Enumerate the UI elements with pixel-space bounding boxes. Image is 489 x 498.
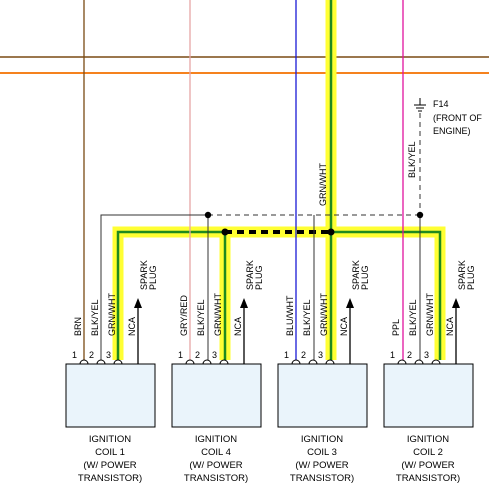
- ground-location-label-2: ENGINE): [433, 126, 471, 136]
- connector-terminal: [414, 359, 424, 365]
- pin-number: 3: [212, 350, 217, 360]
- connector-terminal: [308, 359, 318, 365]
- nca-label: NCA: [127, 317, 137, 336]
- spark-plug-label: SPARK: [139, 260, 149, 290]
- wire-color-label: GRN/WHT: [213, 293, 223, 336]
- ground-icon: [414, 98, 426, 112]
- coil-name-line: COIL 4: [201, 447, 231, 458]
- ignition-coil-box: [65, 363, 156, 428]
- wire-color-label: BLK/YEL: [196, 299, 206, 336]
- pin-number: 2: [195, 350, 200, 360]
- spark-plug-label: SPARK: [457, 260, 467, 290]
- coil-name-line: TRANSISTOR): [396, 473, 460, 484]
- coil-name-line: IGNITION: [301, 434, 343, 445]
- connector-terminal: [79, 359, 89, 365]
- connector-terminal: [185, 359, 195, 365]
- spark-plug-label-2: PLUG: [254, 265, 264, 290]
- grn-wht-highlight: [112, 0, 446, 360]
- grn-wht-splice-dots: [221, 228, 335, 236]
- coil-name-line: COIL 1: [95, 447, 125, 458]
- wire-color-label: GRN/WHT: [107, 293, 117, 336]
- coil-name-line: COIL 2: [413, 447, 443, 458]
- nca-label: NCA: [233, 317, 243, 336]
- coil-name-line: (W/ POWER: [189, 460, 242, 471]
- coil-name-line: TRANSISTOR): [78, 473, 142, 484]
- wire-color-label: BLK/YEL: [302, 299, 312, 336]
- arrow-up-icon: [452, 298, 460, 308]
- ground-location-label: (FRONT OF: [433, 113, 482, 123]
- arrow-up-icon: [240, 298, 248, 308]
- coil-name-line: (W/ POWER: [295, 460, 348, 471]
- spark-plug-label: SPARK: [245, 260, 255, 290]
- nca-label: NCA: [445, 317, 455, 336]
- ignition-coil-box: [171, 363, 262, 428]
- connector-terminal: [96, 359, 106, 365]
- connector-terminal: [397, 359, 407, 365]
- connector-terminal: [202, 359, 212, 365]
- coil-name-line: IGNITION: [195, 434, 237, 445]
- spark-plug-label-2: PLUG: [360, 265, 370, 290]
- wire-color-label: BLK/YEL: [90, 299, 100, 336]
- wire-color-label: BLK/YEL: [408, 299, 418, 336]
- pin-number: 1: [178, 350, 183, 360]
- pin-number: 2: [301, 350, 306, 360]
- coil-name-line: IGNITION: [89, 434, 131, 445]
- arrow-up-icon: [134, 298, 142, 308]
- spark-plug-label-2: PLUG: [148, 265, 158, 290]
- coil-name-line: IGNITION: [407, 434, 449, 445]
- horizontal-wires: [0, 56, 489, 74]
- wire-color-label: BLU/WHT: [285, 295, 295, 336]
- top-wire-color-label: GRN/WHT: [318, 163, 328, 206]
- blk-yel-ground-wires: [100, 113, 421, 360]
- coil-name-line: COIL 3: [307, 447, 337, 458]
- ignition-coil-box: [277, 363, 368, 428]
- nca-label: NCA: [339, 317, 349, 336]
- pin-number: 1: [72, 350, 77, 360]
- pin-number: 3: [106, 350, 111, 360]
- wire-color-label: GRN/WHT: [425, 293, 435, 336]
- coil-name-line: TRANSISTOR): [290, 473, 354, 484]
- pin-number: 2: [407, 350, 412, 360]
- connector-terminal: [325, 359, 335, 365]
- pin-number: 3: [318, 350, 323, 360]
- connector-terminal: [291, 359, 301, 365]
- ground-splice-dots: [204, 211, 424, 219]
- arrow-up-icon: [346, 298, 354, 308]
- ground-wire-color-label: BLK/YEL: [407, 141, 417, 178]
- wire-color-label: GRY/RED: [179, 295, 189, 336]
- coil-name-line: TRANSISTOR): [184, 473, 248, 484]
- connector-terminal: [113, 359, 123, 365]
- pin-number: 2: [89, 350, 94, 360]
- spark-plug-label-2: PLUG: [466, 265, 476, 290]
- pin-number: 1: [390, 350, 395, 360]
- connector-terminal: [219, 359, 229, 365]
- connector-terminal: [431, 359, 441, 365]
- grn-wht-wire: [116, 0, 442, 360]
- ground-id-label: F14: [433, 99, 449, 109]
- wire-color-label: PPL: [391, 319, 401, 336]
- signal-wires: [83, 0, 404, 360]
- coil-name-line: (W/ POWER: [83, 460, 136, 471]
- wire-color-label: GRN/WHT: [319, 293, 329, 336]
- ignition-coil-box: [383, 363, 474, 428]
- wire-color-label: BRN: [73, 317, 83, 336]
- coil-name-line: (W/ POWER: [401, 460, 454, 471]
- spark-plug-label: SPARK: [351, 260, 361, 290]
- pin-number: 1: [284, 350, 289, 360]
- pin-number: 3: [424, 350, 429, 360]
